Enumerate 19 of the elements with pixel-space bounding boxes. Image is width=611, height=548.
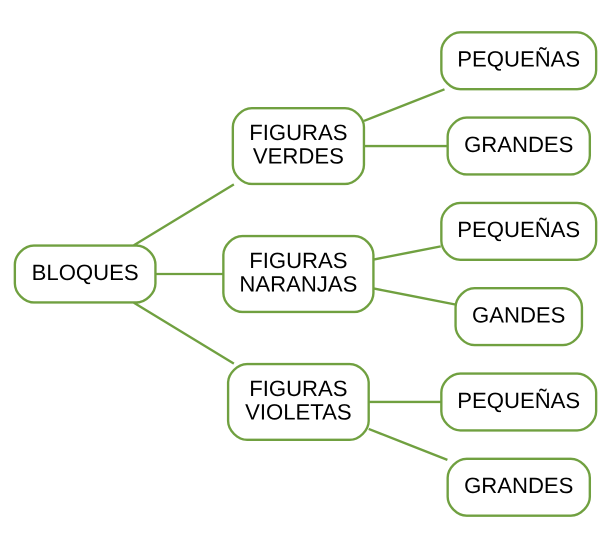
node-box: PEQUEÑAS xyxy=(440,31,598,90)
node-box: FIGURAS VIOLETAS xyxy=(226,362,370,442)
node-box: GRANDES xyxy=(446,458,592,517)
connector xyxy=(364,88,445,122)
node-box: PEQUEÑAS xyxy=(440,202,598,261)
node-box: FIGURAS NARANJAS xyxy=(222,234,375,314)
connector xyxy=(156,272,223,276)
connector xyxy=(373,245,441,261)
connector xyxy=(133,183,234,246)
connector xyxy=(373,287,456,306)
connector xyxy=(368,428,448,461)
connector xyxy=(368,400,441,404)
node-box: FIGURAS VERDES xyxy=(232,106,366,186)
node-box: GRANDES xyxy=(446,116,592,176)
connector xyxy=(364,144,448,148)
connector xyxy=(133,302,234,365)
node-box: GANDES xyxy=(454,287,584,346)
node-box: BLOQUES xyxy=(14,244,157,304)
node-box: PEQUEÑAS xyxy=(440,372,598,432)
